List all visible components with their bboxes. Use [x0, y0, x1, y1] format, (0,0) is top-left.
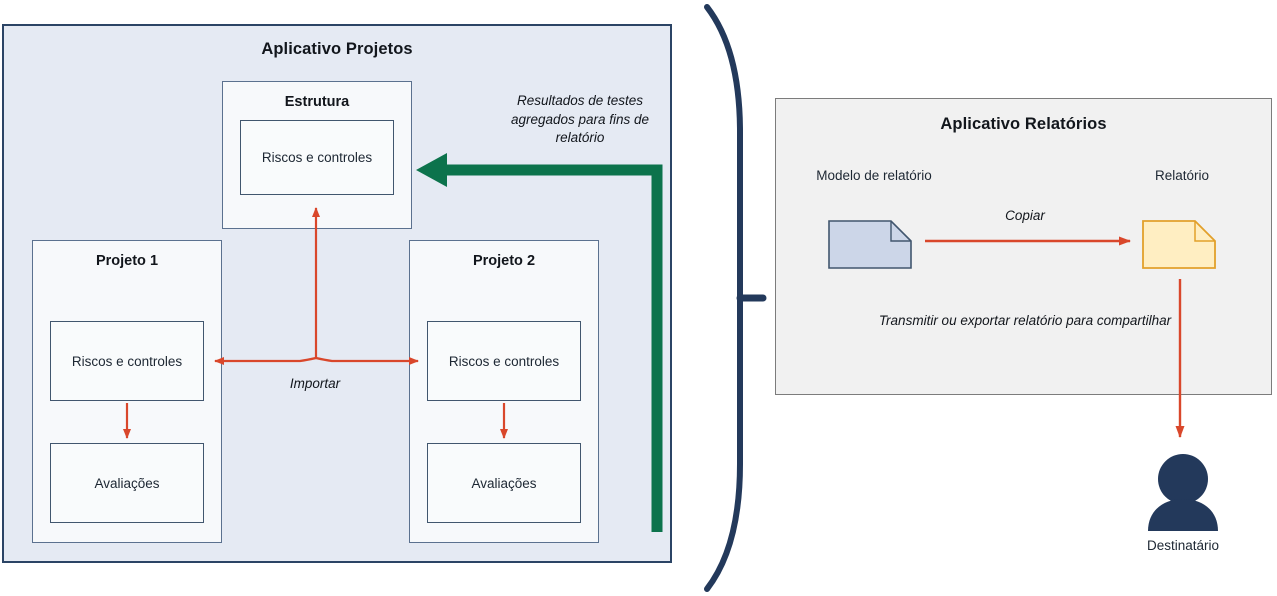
project-2-assessments-box: Avaliações	[427, 443, 581, 523]
copy-note: Copiar	[1005, 208, 1045, 223]
project-2-label: Projeto 2	[472, 253, 536, 269]
projects-app-title: Aplicativo Projetos	[261, 40, 413, 58]
reports-app-title: Aplicativo Relatórios	[940, 115, 1107, 133]
project-2-risks-controls-box: Riscos e controles	[427, 321, 581, 401]
recipient-person-icon	[1148, 454, 1218, 531]
project-1-risks-controls-box: Riscos e controles	[50, 321, 204, 401]
share-note: Transmitir ou exportar relatório para co…	[878, 313, 1172, 328]
import-note: Importar	[289, 376, 341, 391]
reports-app-panel: Aplicativo Relatórios	[775, 98, 1272, 395]
project-1-label: Projeto 1	[95, 253, 159, 269]
framework-group-label: Estrutura	[284, 94, 350, 110]
recipient-label: Destinatário	[1146, 538, 1220, 553]
grouping-brace	[704, 4, 767, 592]
report-template-label: Modelo de relatório	[816, 168, 932, 183]
project-1-assessments-box: Avaliações	[50, 443, 204, 523]
aggregated-results-note: Resultados de testes agregados para fins…	[510, 93, 650, 146]
report-label: Relatório	[1154, 168, 1210, 183]
framework-risks-controls-box: Riscos e controles	[240, 120, 394, 195]
